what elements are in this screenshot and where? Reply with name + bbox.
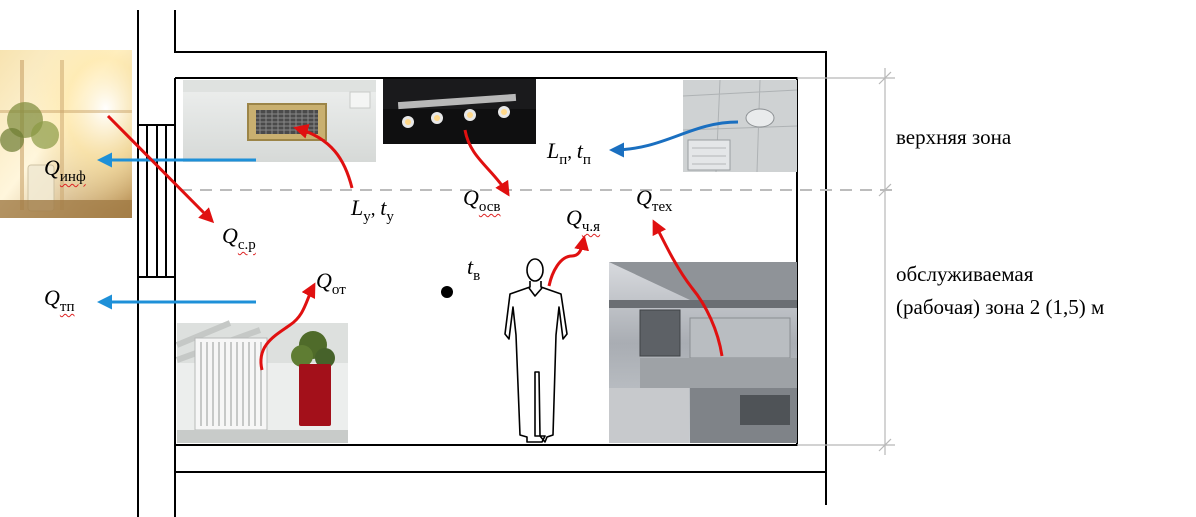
label-q-ot: Qот [316, 268, 346, 298]
label-q-inf: Qинф [44, 155, 86, 185]
working-zone-label: обслуживаемая (рабочая) зона 2 (1,5) м [896, 258, 1104, 323]
supply-air-arrow [609, 120, 739, 158]
person-silhouette-icon [504, 258, 568, 443]
label-q-teh: Qтех [636, 185, 673, 215]
label-q-sr: Qс.р [222, 223, 256, 253]
heat-loss-arrows [97, 152, 256, 310]
upper-zone-label: верхняя зона [896, 125, 1012, 149]
working-zone-line-2: (рабочая) зона 2 (1,5) м [896, 294, 1105, 319]
track-light-photo [383, 79, 536, 144]
heat-gain-arrows [106, 114, 724, 371]
sunlit-window-photo [0, 50, 132, 218]
working-zone-line-1: обслуживаемая [896, 262, 1034, 286]
label-l-u-t-u: Lу, tу [351, 195, 394, 225]
ceiling-diffuser-photo [682, 79, 798, 173]
sensor-dot-icon [441, 286, 453, 298]
radiator-photo [175, 320, 348, 443]
label-t-v: tв [467, 254, 481, 284]
label-q-osv: Qосв [463, 185, 501, 215]
label-q-tp: Qтп [44, 285, 75, 315]
label-l-p-t-p: Lп, tп [547, 138, 591, 168]
label-q-chya: Qч.я [566, 205, 601, 235]
zone-dimension-lines [180, 68, 895, 455]
supply-grille-photo [183, 80, 376, 162]
kitchen-equipment-photo [609, 262, 797, 443]
